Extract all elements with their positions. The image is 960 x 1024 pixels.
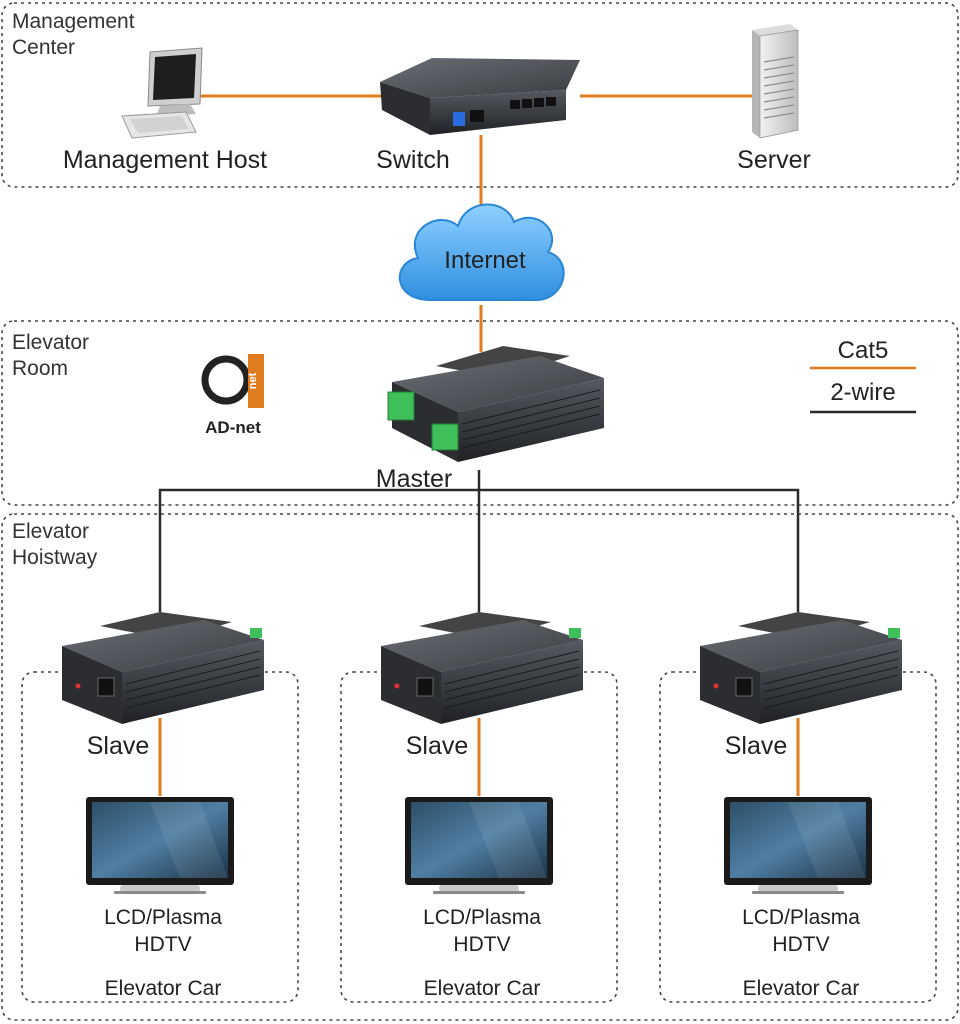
master-connector-2 (431, 423, 459, 451)
sfp-port (453, 112, 465, 126)
display-label-line1: LCD/Plasma (423, 906, 541, 929)
rj45-port (97, 677, 115, 697)
green-connector (888, 628, 900, 638)
cat5-links (158, 94, 800, 796)
rj45-port (735, 677, 753, 697)
hdtv-icon (86, 797, 234, 894)
legend-two-wire-label: 2-wire (830, 379, 895, 406)
ad-net-logo: net AD-net (201, 354, 264, 437)
elevator-car-label: Elevator Car (424, 977, 541, 1000)
elevator-hoistway-zone (1, 513, 959, 1021)
green-connector (569, 628, 581, 638)
management-center-zone (1, 2, 959, 188)
status-led (75, 683, 81, 689)
rj45-port (416, 677, 434, 697)
internet-label: Internet (444, 247, 526, 274)
two-wire-links (158, 470, 800, 612)
server-label: Server (737, 146, 811, 174)
elevator-car-label: Elevator Car (743, 977, 860, 1000)
display-label-line1: LCD/Plasma (104, 906, 222, 929)
legend-cat5-label: Cat5 (838, 337, 889, 364)
switch-icon (380, 58, 580, 135)
legend: Cat5 2-wire (810, 337, 916, 414)
slave-label: Slave (406, 732, 469, 760)
green-connector (250, 628, 262, 638)
elevator-room-zone (1, 320, 959, 506)
master-connector-1 (387, 391, 415, 421)
slave-device-icon (700, 612, 902, 724)
switch-label: Switch (376, 146, 450, 174)
elevator-car-label: Elevator Car (105, 977, 222, 1000)
slave-device-icon (381, 612, 583, 724)
display-label-line2: HDTV (134, 933, 191, 956)
slave-label: Slave (87, 732, 150, 760)
slave-device-icon (62, 612, 264, 724)
display-label-line2: HDTV (453, 933, 510, 956)
internet-cloud-icon (398, 203, 565, 301)
logo-mark-text: net (247, 372, 259, 389)
server-icon (752, 24, 799, 139)
hdtv-icon (405, 797, 553, 894)
slave-label: Slave (725, 732, 788, 760)
display-label-line2: HDTV (772, 933, 829, 956)
master-label: Master (376, 465, 452, 493)
status-led (394, 683, 400, 689)
logo-brand-text: AD-net (205, 418, 261, 437)
master-device-icon (387, 346, 604, 462)
hdtv-icon (724, 797, 872, 894)
management-host-label: Management Host (63, 146, 267, 174)
display-label-line1: LCD/Plasma (742, 906, 860, 929)
management-host-icon (121, 47, 203, 139)
status-led (713, 683, 719, 689)
